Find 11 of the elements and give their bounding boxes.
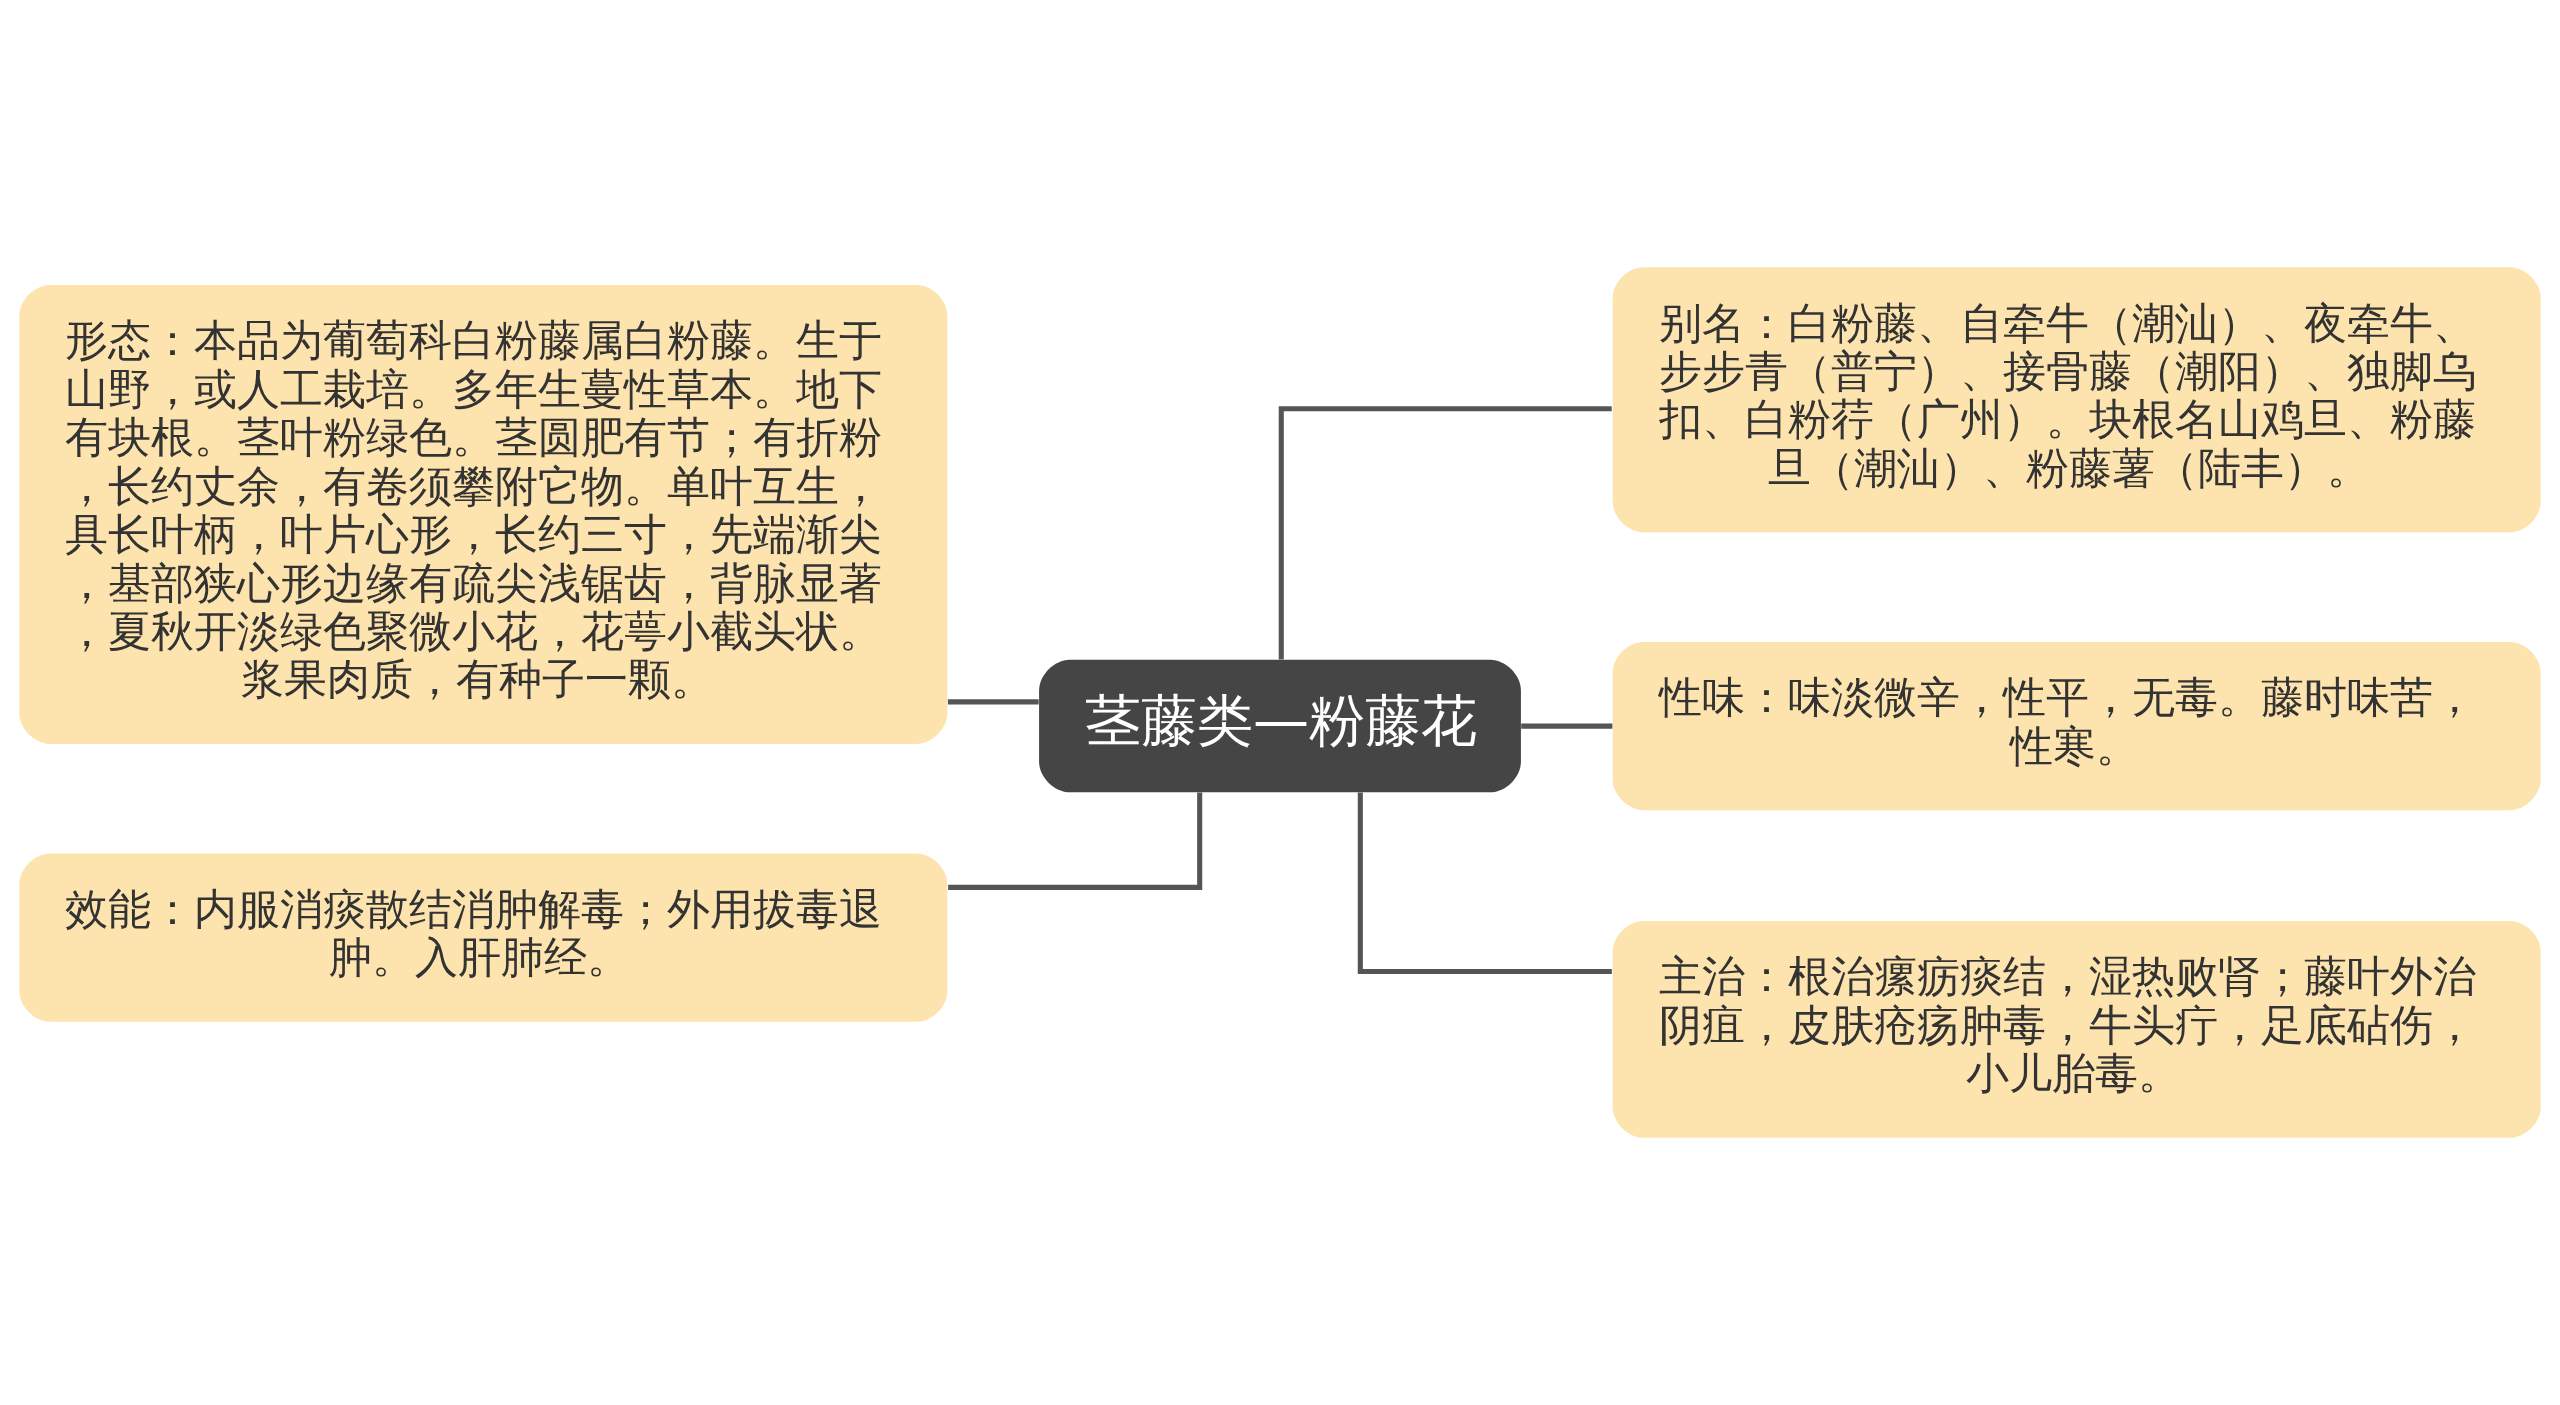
connector <box>948 792 1203 890</box>
node-box: 茎藤类—粉藤花 <box>1039 659 1521 793</box>
connector <box>1278 406 1612 660</box>
node-box: 性味：味淡微辛，性平，无毒。藤时味苦，性寒。 <box>1612 641 2541 811</box>
node-box: 别名：白粉藤、自牵牛（潮汕）、夜牵牛、步步青（普宁）、接骨藤（潮阳）、独脚乌扣、白粉荇（广州）。块根名山鸡旦、粉藤旦（潮汕）、粉藤薯（陆丰）。 <box>1612 267 2541 533</box>
connector <box>1357 792 1612 974</box>
node-box: 效能：内服消痰散结消肿解毒；外用拔毒退肿。入肝肺经。 <box>19 853 948 1022</box>
node-box: 主治：根治瘰疬痰结，湿热败肾；藤叶外治阴疽，皮肤疮疡肿毒，牛头疔，足底砧伤，小儿胎毒。 <box>1612 921 2541 1138</box>
connector <box>947 699 1039 705</box>
connector <box>1521 723 1613 729</box>
node-box: 形态：本品为葡萄科白粉藤属白粉藤。生于山野，或人工栽培。多年生蔓性草本。地下有块根。茎叶粉绿色。茎圆肥有节；有折粉，长约丈余，有卷须攀附它物。单叶互生，具长叶柄，叶片心形，长约三寸，先端渐尖，基部狭心形边缘有疏尖浅锯齿，背脉显著，夏秋开淡绿色聚微小花，花萼小截头状。浆果肉质，有种子一颗。 <box>19 285 948 744</box>
